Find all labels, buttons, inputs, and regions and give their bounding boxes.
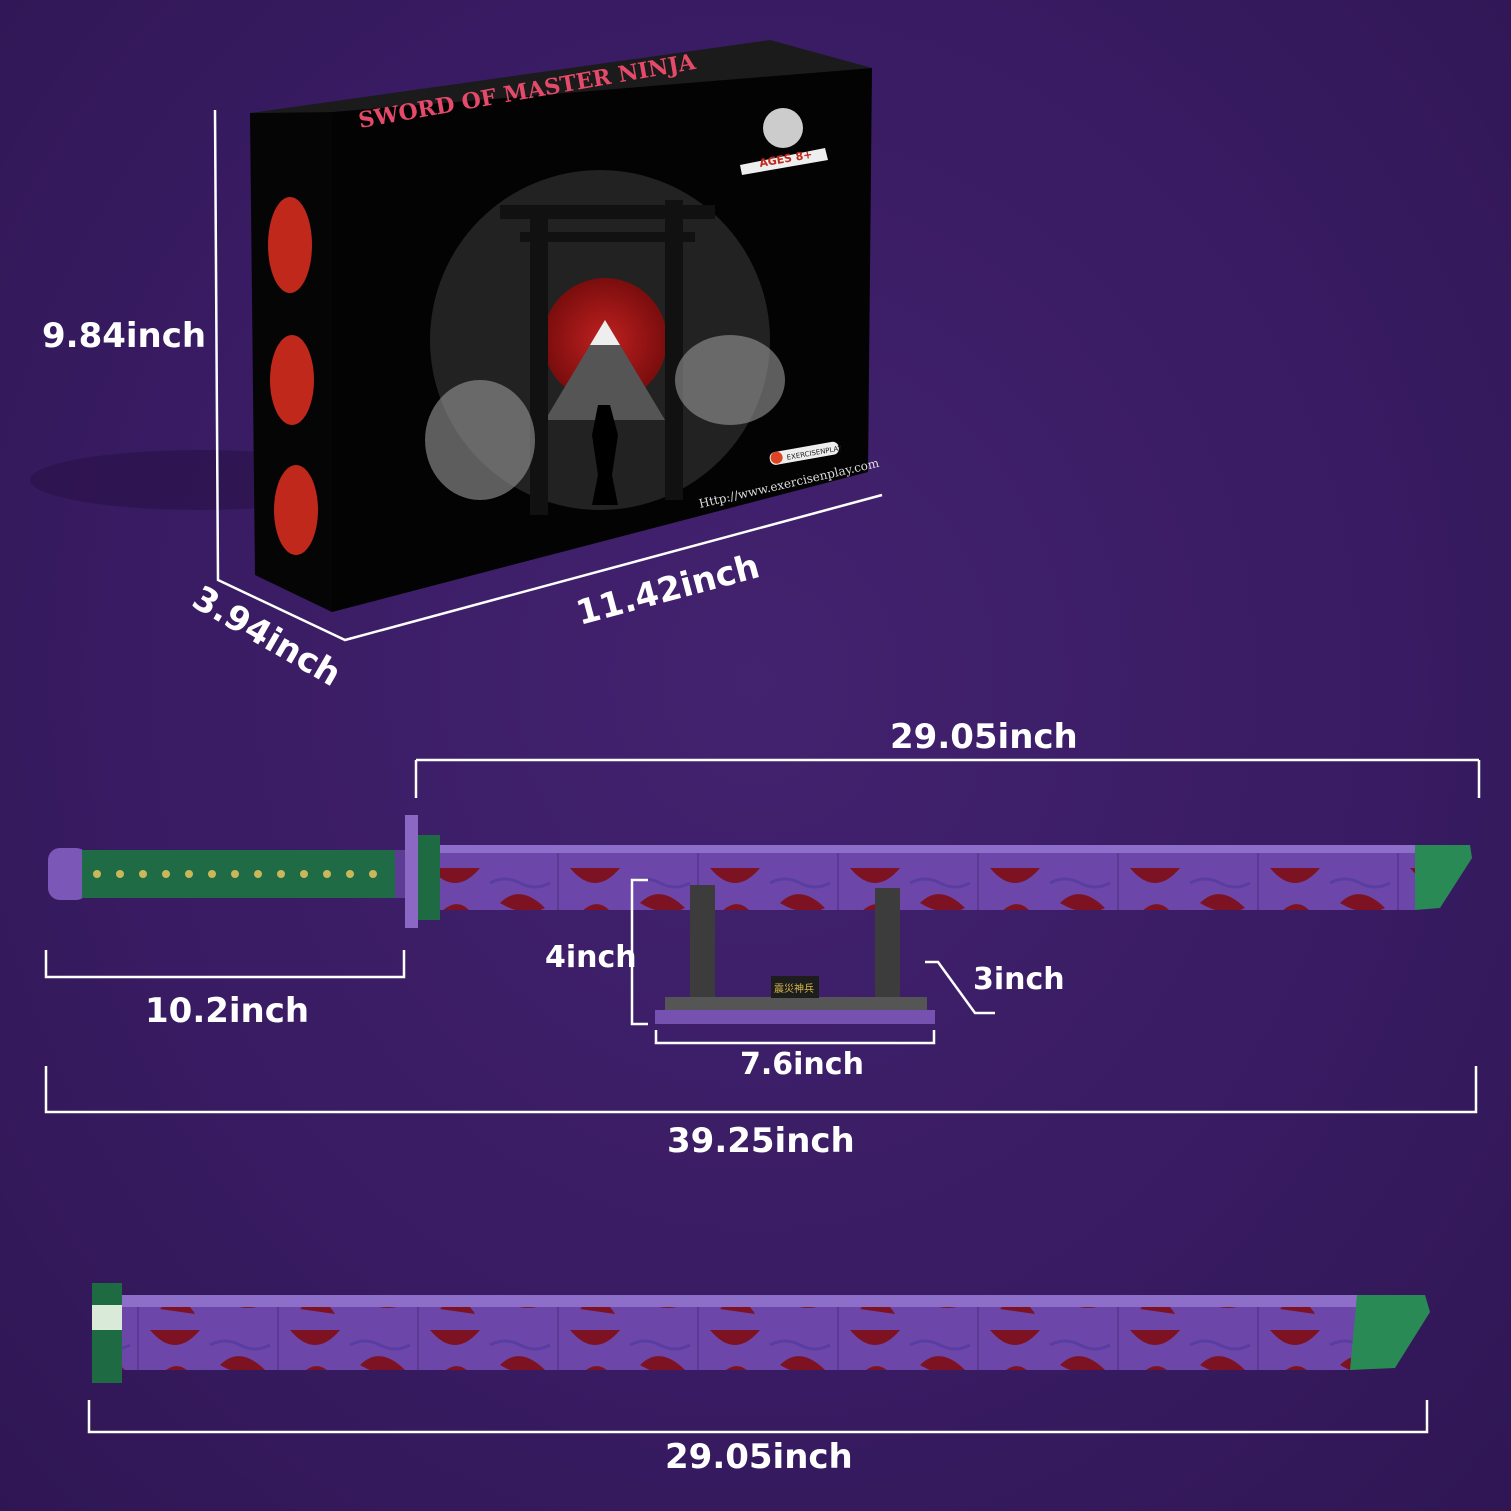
stand-base	[665, 997, 927, 1011]
blade-tip	[1415, 845, 1472, 910]
blade	[440, 845, 1415, 910]
blade-length-label: 29.05inch	[890, 717, 1078, 757]
stand-width-label: 7.6inch	[740, 1047, 864, 1082]
stand-plaque	[771, 976, 819, 998]
mountain	[545, 320, 665, 420]
total-length-label: 39.25inch	[667, 1121, 855, 1161]
box-height-label: 9.84inch	[42, 316, 206, 356]
age-badge: AGES 8+	[740, 108, 828, 175]
sword	[48, 815, 1472, 928]
side-emblem	[274, 465, 318, 555]
sheath-length-label: 29.05inch	[665, 1437, 853, 1477]
stand-depth-label: 3inch	[973, 962, 1065, 997]
box-height-line	[213, 109, 883, 642]
sword-stand: 震災神兵	[655, 885, 935, 1024]
plaque-text: 震災神兵	[774, 982, 814, 995]
sheath-tip	[1350, 1295, 1430, 1370]
guard	[405, 815, 418, 928]
side-emblem	[270, 335, 314, 425]
samurai-figure	[592, 405, 618, 505]
box-top-face	[250, 40, 872, 113]
stand-height-label: 4inch	[545, 940, 637, 975]
box-width-label: 11.42inch	[572, 546, 764, 633]
grip	[82, 850, 397, 898]
handle-length-label: 10.2inch	[145, 991, 309, 1031]
sheath	[92, 1283, 1430, 1383]
collar	[418, 835, 440, 920]
side-emblem	[268, 197, 312, 293]
sheath-body	[122, 1295, 1357, 1370]
pommel	[48, 848, 88, 900]
torii-gate	[530, 215, 548, 515]
